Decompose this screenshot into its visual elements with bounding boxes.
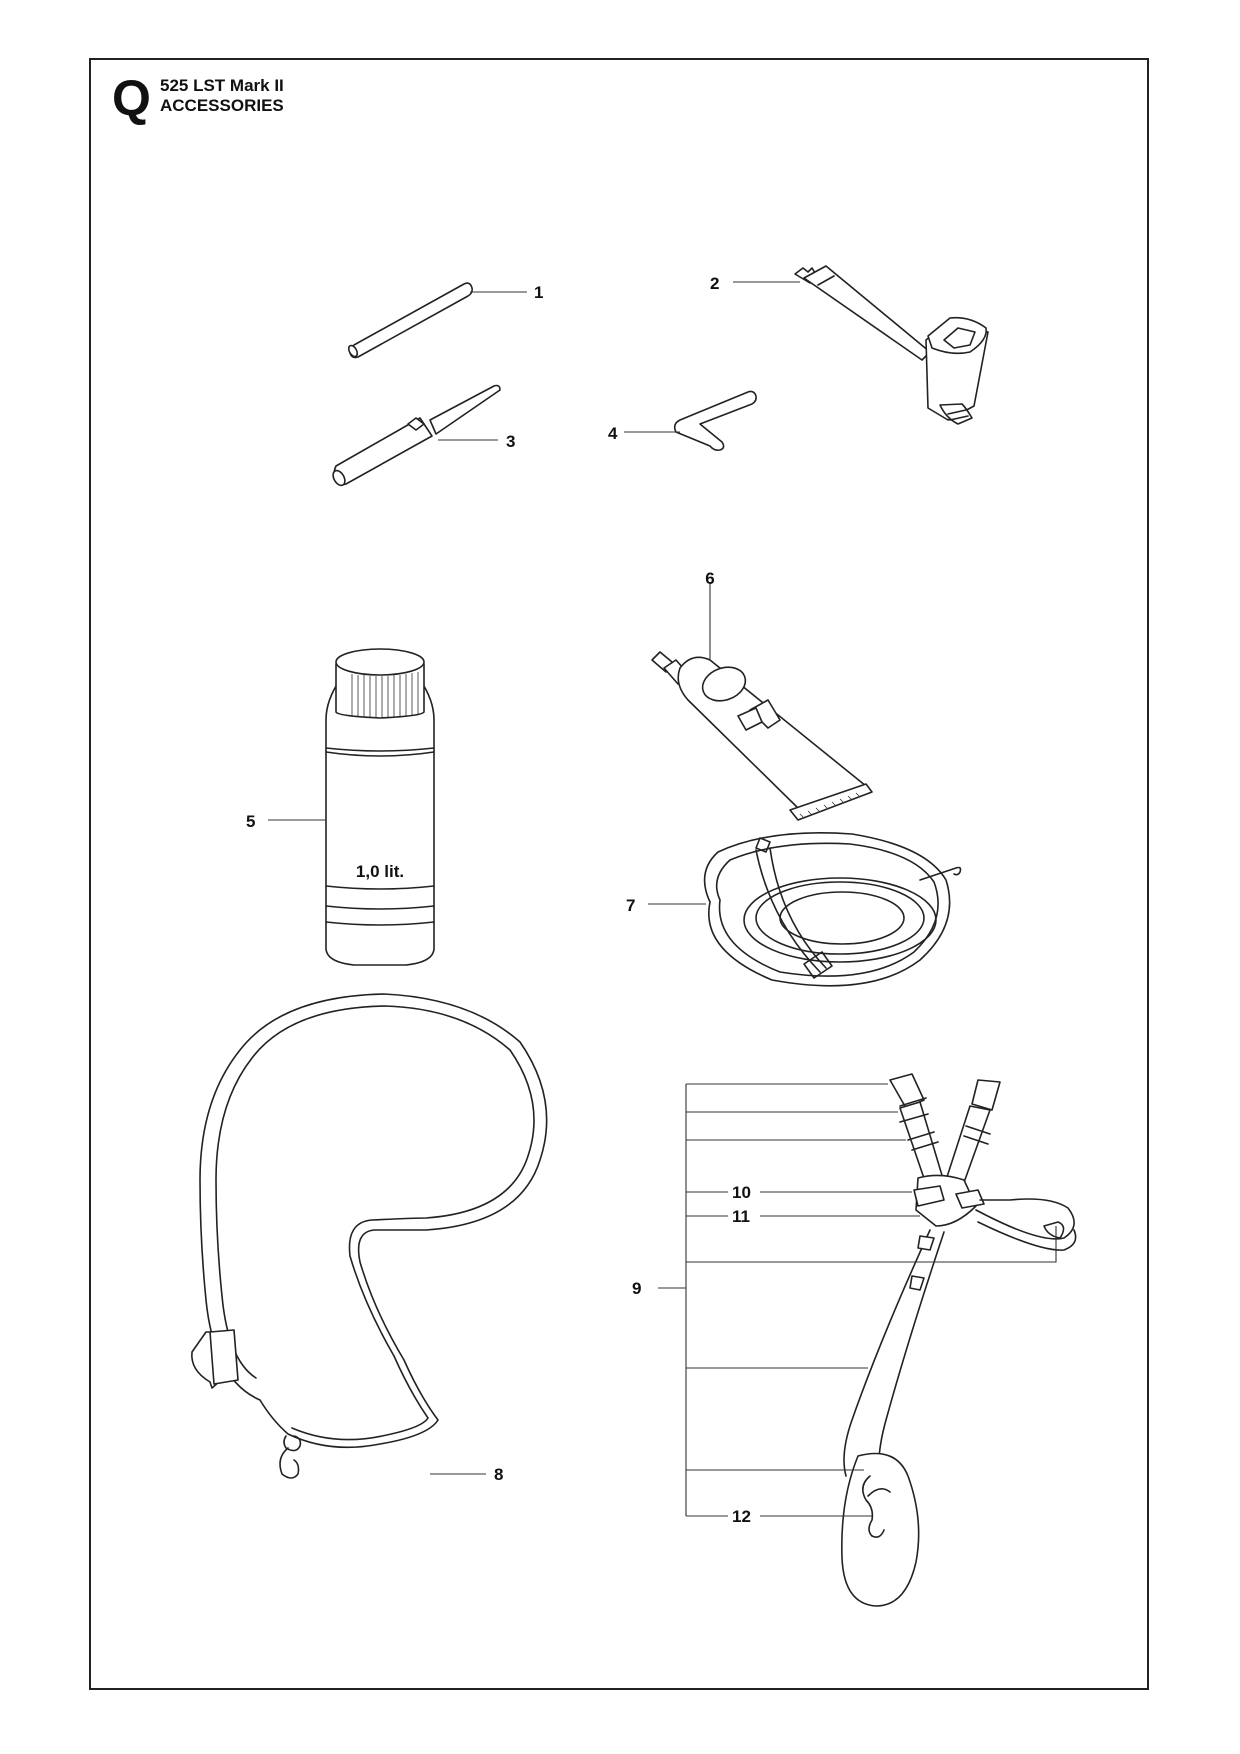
title-block: 525 LST Mark II ACCESSORIES	[160, 76, 284, 116]
callout-4: 4	[608, 424, 618, 443]
callout-8: 8	[494, 1465, 503, 1484]
model-name: 525 LST Mark II	[160, 76, 284, 95]
callout-7: 7	[626, 896, 635, 915]
part-5-oil-bottle: 1,0 lit. 5	[246, 648, 435, 966]
part-1-rod: 1	[347, 282, 543, 359]
callout-5: 5	[246, 812, 255, 831]
callout-9: 9	[632, 1279, 641, 1298]
page-title: ACCESSORIES	[160, 96, 284, 115]
part-9-harness: 9 10 11 12	[632, 1073, 1077, 1607]
page-frame	[89, 58, 1149, 1690]
callout-3: 3	[506, 432, 515, 451]
callout-10: 10	[732, 1183, 751, 1202]
part-8-shoulder-strap: 8	[191, 993, 548, 1484]
part-6-grease-tube: 6	[651, 569, 873, 821]
part-2-combination-spanner: 2	[710, 265, 989, 425]
part-7-trimmer-line: 7	[626, 832, 962, 987]
bottle-volume-label: 1,0 lit.	[356, 862, 404, 881]
callout-2: 2	[710, 274, 719, 293]
callout-11: 11	[732, 1207, 750, 1226]
part-4-hex-key: 4	[608, 390, 757, 451]
callout-12: 12	[732, 1507, 751, 1526]
section-letter: Q	[112, 70, 151, 126]
part-3-tool: 3	[332, 384, 515, 487]
callout-1: 1	[534, 283, 543, 302]
callout-6: 6	[705, 569, 714, 588]
